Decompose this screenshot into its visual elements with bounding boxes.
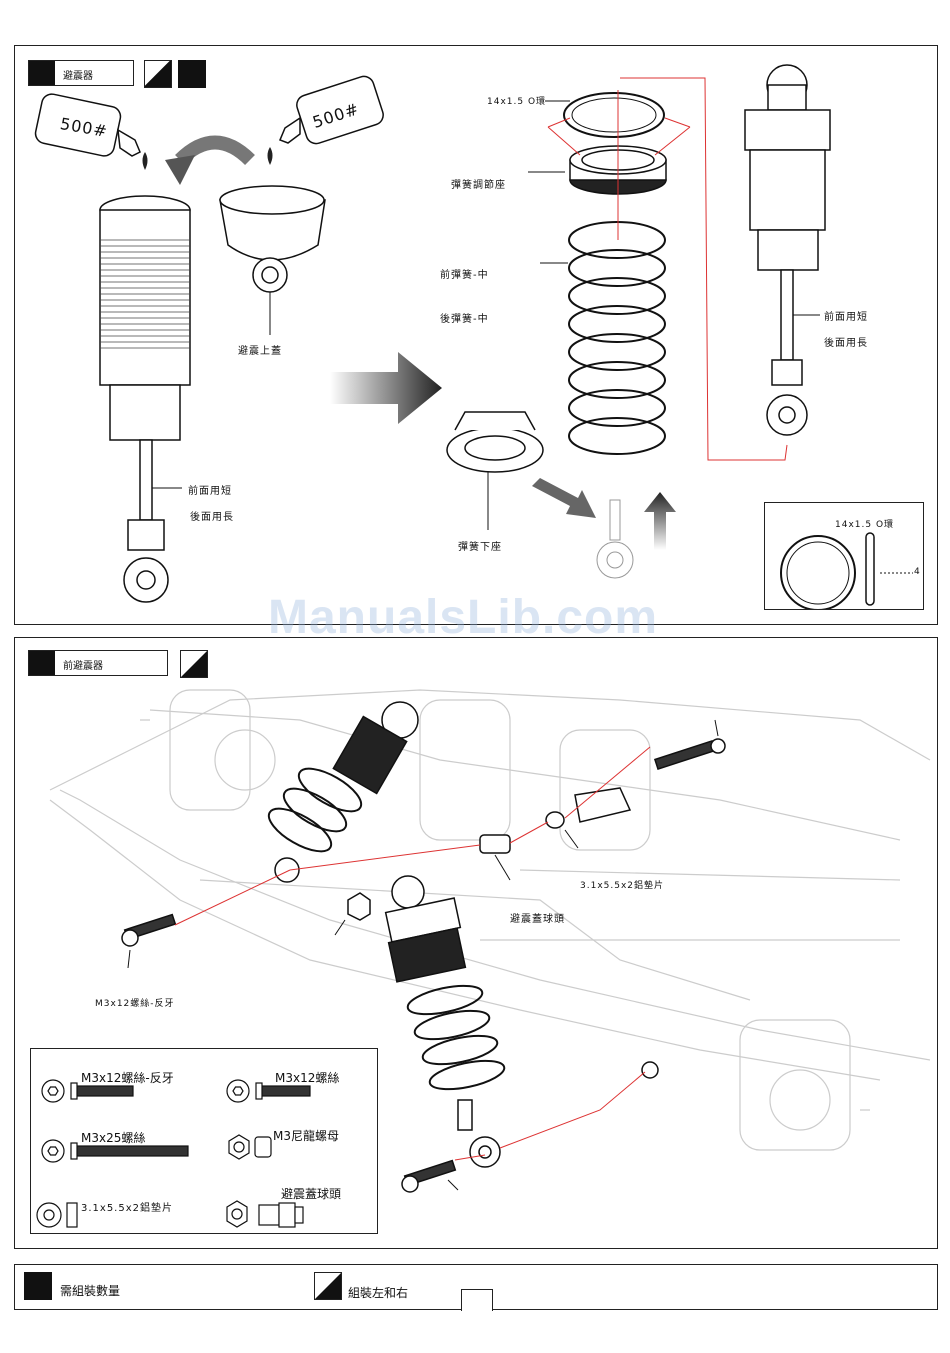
left-right-legend-icon [314, 1272, 342, 1300]
part-5-label: 3.1x5.5x2鋁墊片 [81, 1199, 173, 1214]
part-4-label: M3尼龍螺母 [273, 1127, 339, 1144]
page-number-tab [461, 1289, 493, 1311]
quantity-legend-label: 需組裝數量 [60, 1282, 120, 1299]
ballstud-label: 避震蓋球頭 [510, 910, 565, 925]
part-1-label: M3x12螺絲-反牙 [81, 1069, 174, 1086]
part-6-label: 避震蓋球頭 [281, 1185, 341, 1202]
washer-label: 3.1x5.5x2鋁墊片 [580, 878, 664, 891]
parts-list-box: M3x12螺絲-反牙 M3x12螺絲 M3x25螺絲 M3尼龍螺母 3.1x5.… [30, 1048, 378, 1234]
screw-label: M3x12螺絲-反牙 [95, 996, 175, 1009]
part-3-label: M3x25螺絲 [81, 1129, 145, 1146]
quantity-legend-icon [24, 1272, 52, 1300]
left-right-legend-label: 組裝左和右 [348, 1284, 408, 1301]
part-2-label: M3x12螺絲 [275, 1069, 339, 1086]
